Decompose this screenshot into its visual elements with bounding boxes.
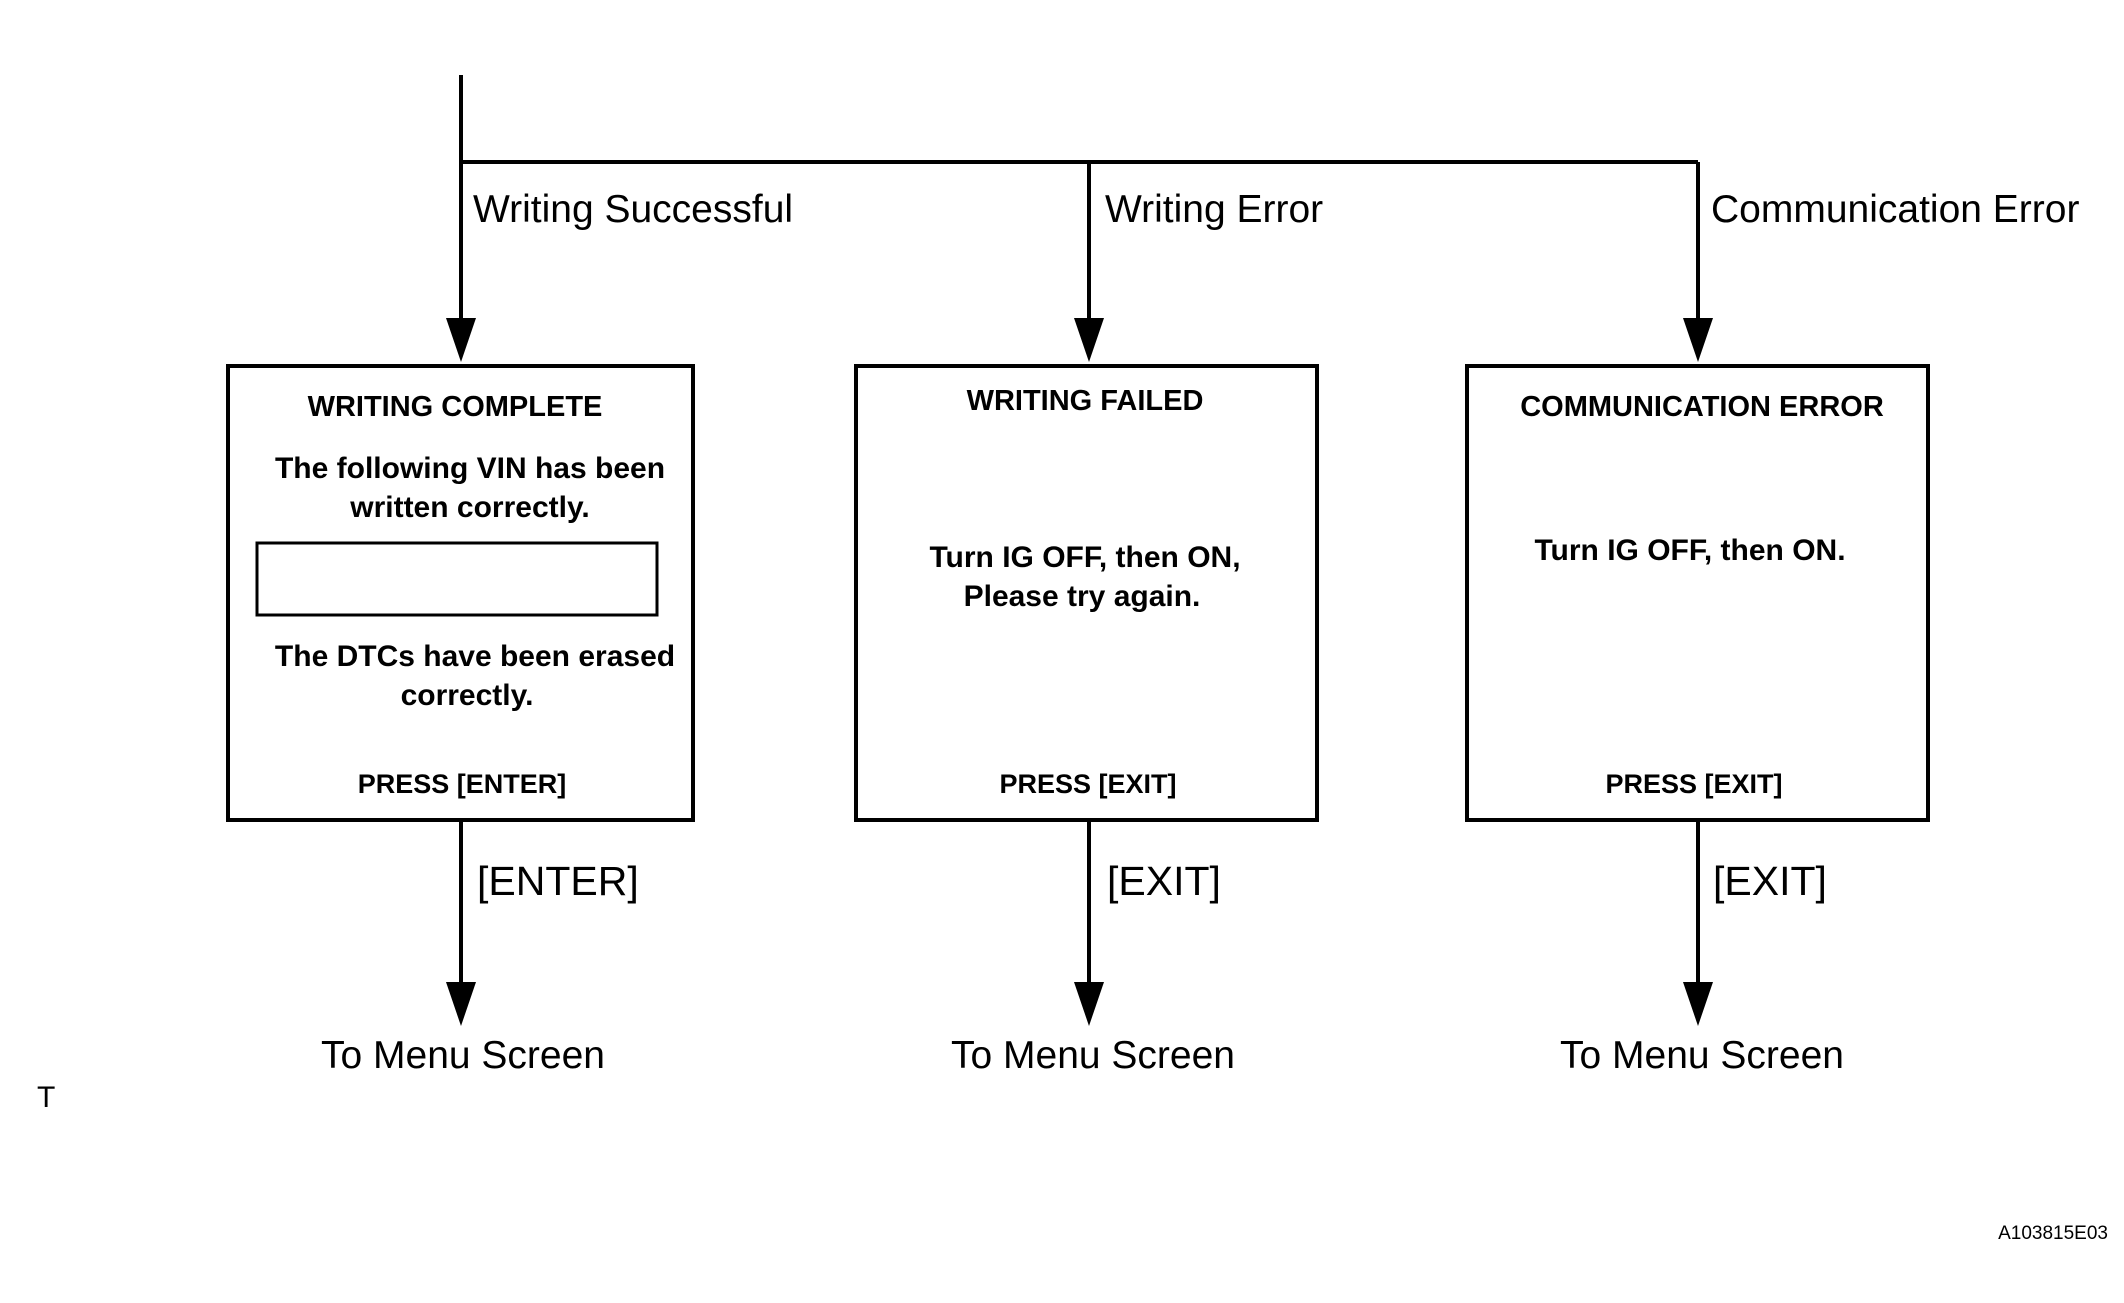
key-press-label: [EXIT] xyxy=(1107,858,1221,904)
corner-mark: T xyxy=(37,1081,55,1114)
arrowhead-icon xyxy=(446,982,476,1026)
screen-message-line: The following VIN has been xyxy=(275,452,665,485)
screen-frame xyxy=(854,364,1319,822)
arrowhead-icon xyxy=(1683,318,1713,362)
screen-message-line: Please try again. xyxy=(964,580,1201,613)
screen-prompt: PRESS [ENTER] xyxy=(358,769,567,799)
key-press-label: [ENTER] xyxy=(477,858,639,904)
figure-id: A103815E03 xyxy=(1998,1223,2108,1244)
arrowhead-icon xyxy=(1074,318,1104,362)
screen-message-line: The DTCs have been erased xyxy=(275,640,675,673)
screen-title: WRITING FAILED xyxy=(967,385,1204,417)
destination-label: To Menu Screen xyxy=(951,1034,1235,1077)
branch-communication-error: Communication Error COMMUNICATION ERROR … xyxy=(1465,162,2079,1077)
branch-writing-successful: Writing Successful WRITING COMPLETE The … xyxy=(226,162,793,1077)
arrowhead-icon xyxy=(446,318,476,362)
screen-prompt: PRESS [EXIT] xyxy=(999,769,1176,799)
branch-condition-label: Communication Error xyxy=(1711,188,2079,231)
screen-message-line: correctly. xyxy=(401,679,534,712)
branch-connector xyxy=(459,75,1698,164)
vin-display-field xyxy=(255,541,659,617)
key-press-label: [EXIT] xyxy=(1713,858,1827,904)
screen-message-line: Turn IG OFF, then ON, xyxy=(929,541,1240,574)
screen-prompt: PRESS [EXIT] xyxy=(1605,769,1782,799)
screen-title: COMMUNICATION ERROR xyxy=(1520,391,1884,423)
branch-writing-error: Writing Error WRITING FAILED Turn IG OFF… xyxy=(854,162,1323,1077)
arrowhead-icon xyxy=(1074,982,1104,1026)
screen-message-line: written correctly. xyxy=(349,491,590,524)
screen-message-line: Turn IG OFF, then ON. xyxy=(1534,534,1845,567)
screen-frame xyxy=(1465,364,1930,822)
destination-label: To Menu Screen xyxy=(1560,1034,1844,1077)
arrowhead-icon xyxy=(1683,982,1713,1026)
screen-writing-failed: WRITING FAILED Turn IG OFF, then ON, Ple… xyxy=(854,364,1319,822)
destination-label: To Menu Screen xyxy=(321,1034,605,1077)
branch-condition-label: Writing Successful xyxy=(473,188,793,231)
branch-condition-label: Writing Error xyxy=(1105,188,1323,231)
screen-communication-error: COMMUNICATION ERROR Turn IG OFF, then ON… xyxy=(1465,364,1930,822)
screen-writing-complete: WRITING COMPLETE The following VIN has b… xyxy=(226,364,695,822)
screen-title: WRITING COMPLETE xyxy=(308,391,603,423)
